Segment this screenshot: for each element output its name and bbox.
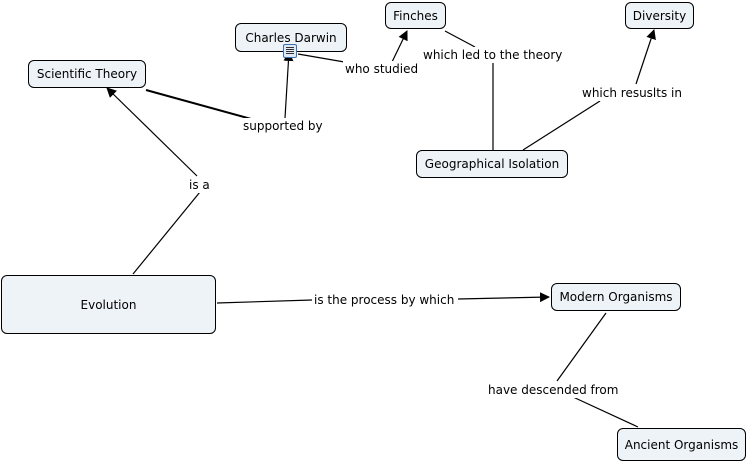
line-evolution-is-a	[132, 191, 201, 275]
node-label: Scientific Theory	[36, 67, 138, 81]
link-label-who-studied[interactable]: who studied	[343, 61, 421, 77]
link-label-which-led-to-the-theory[interactable]: which led to the theory	[421, 47, 565, 63]
link-label-have-descended-from[interactable]: have descended from	[486, 382, 621, 398]
node-label: Charles Darwin	[245, 30, 337, 45]
line-have-descended-ancient	[572, 396, 639, 428]
line-is-a-scientific-theory	[106, 87, 198, 177]
link-label-is-a[interactable]: is a	[187, 177, 212, 193]
node-label: Evolution	[80, 297, 137, 312]
line-supported-by-charles-darwin	[283, 51, 294, 119]
line-geo-which-results	[522, 100, 601, 151]
node-label: Modern Organisms	[559, 290, 673, 304]
node-geographical-isolation[interactable]: Geographical Isolation	[416, 150, 568, 178]
line-who-studied-finches	[391, 30, 408, 63]
node-label: Ancient Organisms	[624, 437, 739, 452]
node-evolution[interactable]: Evolution	[1, 275, 216, 334]
node-label: Diversity	[632, 8, 687, 23]
line-scientific-theory-supported-by	[145, 89, 256, 121]
line-which-led-finches	[444, 30, 476, 48]
node-diversity[interactable]: Diversity	[625, 2, 694, 29]
node-scientific-theory[interactable]: Scientific Theory	[28, 60, 146, 88]
node-modern-organisms[interactable]: Modern Organisms	[551, 283, 681, 311]
node-label: Geographical Isolation	[424, 157, 560, 171]
node-label: Finches	[393, 8, 438, 23]
node-charles-darwin[interactable]: Charles Darwin	[235, 23, 347, 52]
node-finches[interactable]: Finches	[385, 2, 446, 29]
link-label-which-results-in[interactable]: which resuslts in	[580, 85, 684, 101]
line-evolution-process	[216, 299, 313, 304]
line-process-modern-organisms	[457, 292, 550, 303]
link-label-is-the-process-by-which[interactable]: is the process by which	[312, 292, 457, 308]
link-label-supported-by[interactable]: supported by	[241, 118, 325, 134]
node-ancient-organisms[interactable]: Ancient Organisms	[617, 428, 746, 461]
line-which-results-diversity	[635, 29, 656, 85]
line-modern-have-descended	[556, 312, 607, 382]
document-icon[interactable]	[283, 44, 297, 58]
